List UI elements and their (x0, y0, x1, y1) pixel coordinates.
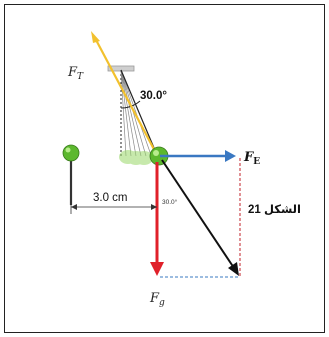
frame-border (4, 4, 325, 333)
gravity-arrowhead (150, 262, 164, 276)
distance-label: 3.0 cm (93, 192, 128, 204)
resultant-arrow (161, 159, 235, 269)
electric-force-arrowhead (225, 150, 236, 162)
electric-force-label: FE (243, 150, 260, 167)
tension-arrow (94, 37, 158, 156)
gravity-label: Fg (149, 291, 165, 308)
small-angle-label: 30.0° (162, 198, 178, 206)
fixed-sphere-highlight (65, 147, 71, 153)
resultant-arrowhead (228, 262, 239, 276)
figure-caption: الشكل 21 (248, 204, 301, 216)
distance-arrow-right (151, 204, 157, 210)
pendulum-string (120, 69, 158, 156)
tension-label: FT (67, 65, 84, 82)
fixed-sphere (62, 144, 80, 162)
sphere-highlight (153, 150, 159, 156)
tension-arrowhead (91, 31, 100, 43)
distance-arrow-left (71, 204, 77, 210)
angle-label: 30.0° (140, 90, 167, 102)
sphere-trail (119, 150, 153, 165)
